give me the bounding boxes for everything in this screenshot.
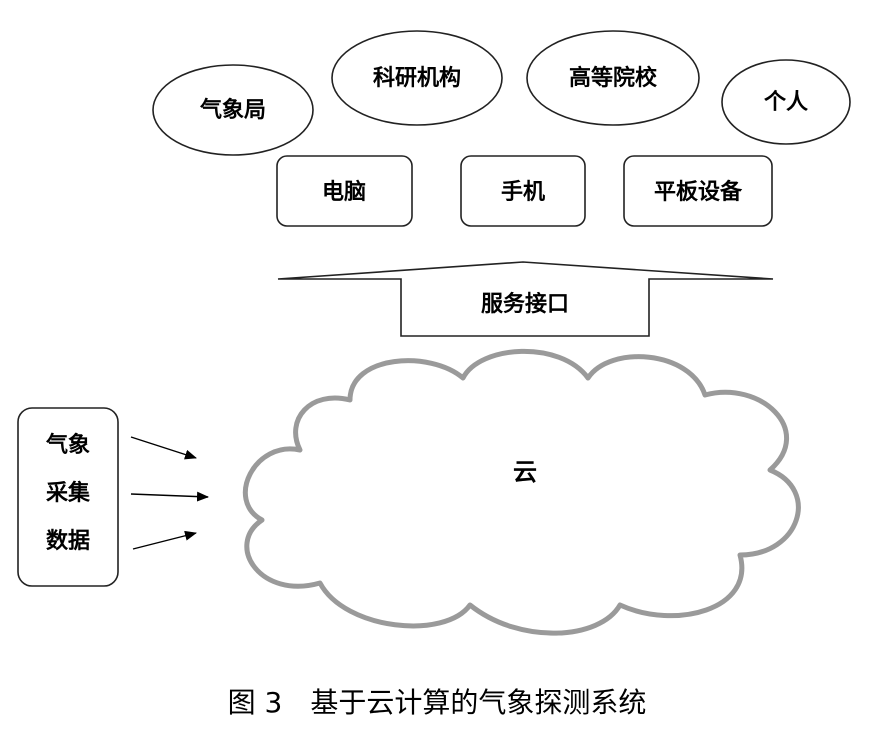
device-tablet-label: 平板设备 [654,179,743,205]
service-interface-label: 服务接口 [481,292,569,317]
cloud-label: 云 [513,458,537,486]
cloud-shape: 云 [242,348,801,636]
data-source-line1: 气象 [45,432,90,458]
data-arrow-3 [132,530,197,550]
user-weather-bureau: 气象局 [152,64,314,156]
user-research-institute: 科研机构 [331,30,503,126]
user-individual-label: 个人 [764,90,808,115]
device-phone-label: 手机 [501,180,545,205]
user-weather-bureau-label: 气象局 [199,97,266,123]
data-arrow-1 [130,436,197,460]
device-tablet: 平板设备 [623,155,773,227]
device-phone: 手机 [460,155,586,227]
data-source-box: 气象 采集 数据 [17,407,119,587]
user-university-label: 高等院校 [569,65,658,91]
data-arrow-2 [130,491,209,502]
service-interface-arrow: 服务接口 [277,261,774,337]
data-source-line2: 采集 [46,480,91,506]
user-individual: 个人 [721,59,851,145]
device-computer: 电脑 [276,155,413,227]
user-university: 高等院校 [526,30,700,126]
device-computer-label: 电脑 [322,179,366,205]
data-source-line3: 数据 [46,528,90,554]
user-research-institute-label: 科研机构 [373,65,461,91]
figure-caption: 图 3 基于云计算的气象探测系统 [228,686,647,719]
